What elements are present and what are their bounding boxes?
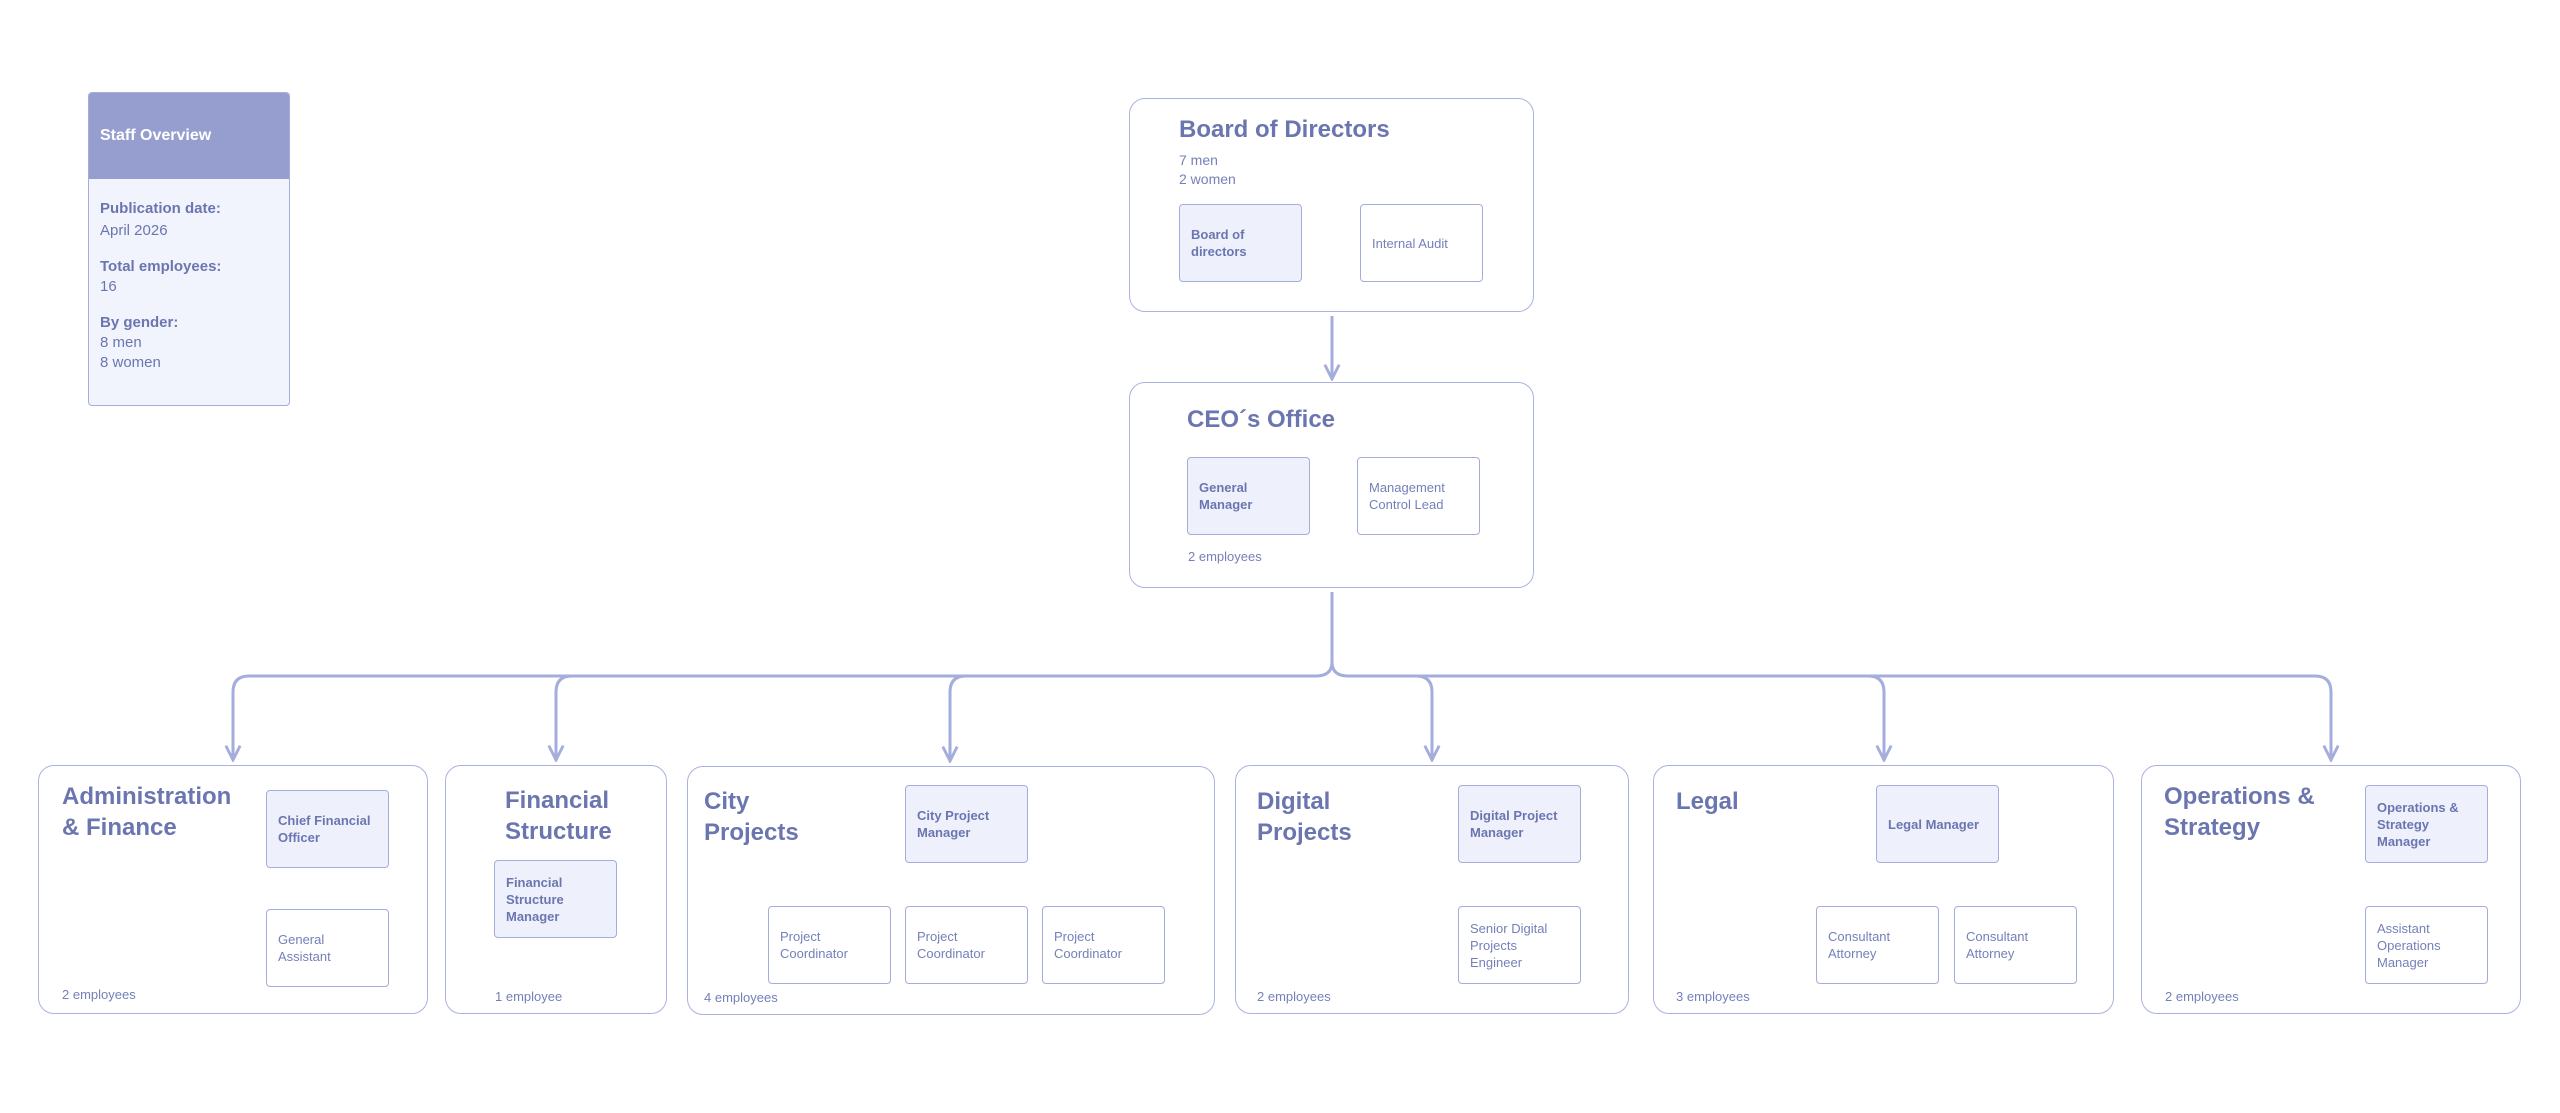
branch-right	[1330, 661, 2331, 760]
digital-projects-count: 2 employees	[1257, 989, 1331, 1004]
branch-city	[950, 674, 1316, 761]
financial-structure-manager-node[interactable]: Financial Structure Manager	[494, 860, 617, 938]
project-coordinator-node-2[interactable]: Project Coordinator	[905, 906, 1028, 984]
legal-manager-label: Legal Manager	[1888, 816, 1980, 832]
operations-strategy-count: 2 employees	[2165, 989, 2239, 1004]
project-coordinator-label-3: Project Coordinator	[1054, 929, 1122, 961]
operations-strategy-manager-label: Operations & Strategy Manager	[2377, 799, 2459, 849]
general-manager-label: General Manager	[1199, 480, 1253, 512]
city-project-manager-label: City Project Manager	[917, 808, 990, 840]
staff-overview-title: Staff Overview	[100, 127, 212, 144]
admin-finance-count: 2 employees	[62, 987, 136, 1002]
cfo-node[interactable]: Chief Financial Officer	[266, 790, 389, 868]
internal-audit-node[interactable]: Internal Audit	[1360, 204, 1483, 282]
management-control-label: Management Control Lead	[1369, 480, 1445, 512]
assistant-operations-manager-node[interactable]: Assistant Operations Manager	[2365, 906, 2488, 984]
consultant-attorney-label-1: Consultant Attorney	[1828, 929, 1891, 961]
branch-financial	[556, 674, 1316, 760]
operations-strategy-title: Operations & Strategy	[2164, 783, 2315, 841]
general-assistant-label: General Assistant	[278, 932, 331, 964]
financial-structure-title: Financial Structure	[505, 787, 612, 845]
board-title: Board of Directors	[1179, 116, 1390, 143]
consultant-attorney-node-1[interactable]: Consultant Attorney	[1816, 906, 1939, 984]
operations-strategy-manager-node[interactable]: Operations & Strategy Manager	[2365, 785, 2488, 863]
senior-digital-engineer-node[interactable]: Senior Digital Projects Engineer	[1458, 906, 1581, 984]
digital-project-manager-label: Digital Project Manager	[1470, 808, 1558, 840]
city-project-manager-node[interactable]: City Project Manager	[905, 785, 1028, 863]
staff-overview-header: Staff Overview	[89, 93, 289, 179]
publication-date-value: April 2026	[100, 222, 168, 239]
internal-audit-label: Internal Audit	[1372, 235, 1448, 251]
city-projects-title: City Projects	[704, 788, 799, 846]
general-manager-node[interactable]: General Manager	[1187, 457, 1310, 535]
project-coordinator-node-3[interactable]: Project Coordinator	[1042, 906, 1165, 984]
branch-legal	[1348, 674, 1884, 760]
project-coordinator-label-1: Project Coordinator	[780, 929, 848, 961]
digital-project-manager-node[interactable]: Digital Project Manager	[1458, 785, 1581, 863]
total-employees-value: 16	[100, 278, 117, 295]
board-node[interactable]: Board of directors	[1179, 204, 1302, 282]
legal-title: Legal	[1676, 788, 1739, 815]
board-women: 2 women	[1179, 171, 1236, 187]
gender-women: 8 women	[100, 354, 161, 371]
publication-date-label: Publication date:	[100, 200, 221, 217]
staff-overview-card: Staff Overview Publication date: April 2…	[88, 92, 290, 406]
general-assistant-node[interactable]: General Assistant	[266, 909, 389, 987]
cfo-label: Chief Financial Officer	[278, 813, 371, 845]
project-coordinator-node-1[interactable]: Project Coordinator	[768, 906, 891, 984]
consultant-attorney-node-2[interactable]: Consultant Attorney	[1954, 906, 2077, 984]
gender-men: 8 men	[100, 334, 142, 351]
assistant-operations-manager-label: Assistant Operations Manager	[2377, 920, 2441, 970]
legal-count: 3 employees	[1676, 989, 1750, 1004]
consultant-attorney-label-2: Consultant Attorney	[1966, 929, 2029, 961]
ceo-title: CEO´s Office	[1187, 406, 1336, 433]
branch-left	[233, 661, 1334, 760]
digital-projects-title: Digital Projects	[1257, 788, 1352, 846]
legal-manager-node[interactable]: Legal Manager	[1876, 785, 1999, 863]
ceo-count: 2 employees	[1188, 549, 1262, 564]
branch-digital	[1348, 674, 1432, 760]
senior-digital-engineer-label: Senior Digital Projects Engineer	[1470, 920, 1548, 970]
board-men: 7 men	[1179, 152, 1218, 168]
management-control-node[interactable]: Management Control Lead	[1357, 457, 1480, 535]
city-projects-count: 4 employees	[704, 990, 778, 1005]
staff-overview-body: Publication date: April 2026 Total emplo…	[89, 179, 289, 373]
financial-structure-manager-label: Financial Structure Manager	[506, 874, 564, 924]
project-coordinator-label-2: Project Coordinator	[917, 929, 985, 961]
gender-label: By gender:	[100, 314, 179, 331]
board-node-label: Board of directors	[1191, 227, 1247, 259]
financial-structure-count: 1 employee	[495, 989, 563, 1004]
admin-finance-title: Administration & Finance	[62, 783, 232, 841]
total-employees-label: Total employees:	[100, 258, 222, 275]
